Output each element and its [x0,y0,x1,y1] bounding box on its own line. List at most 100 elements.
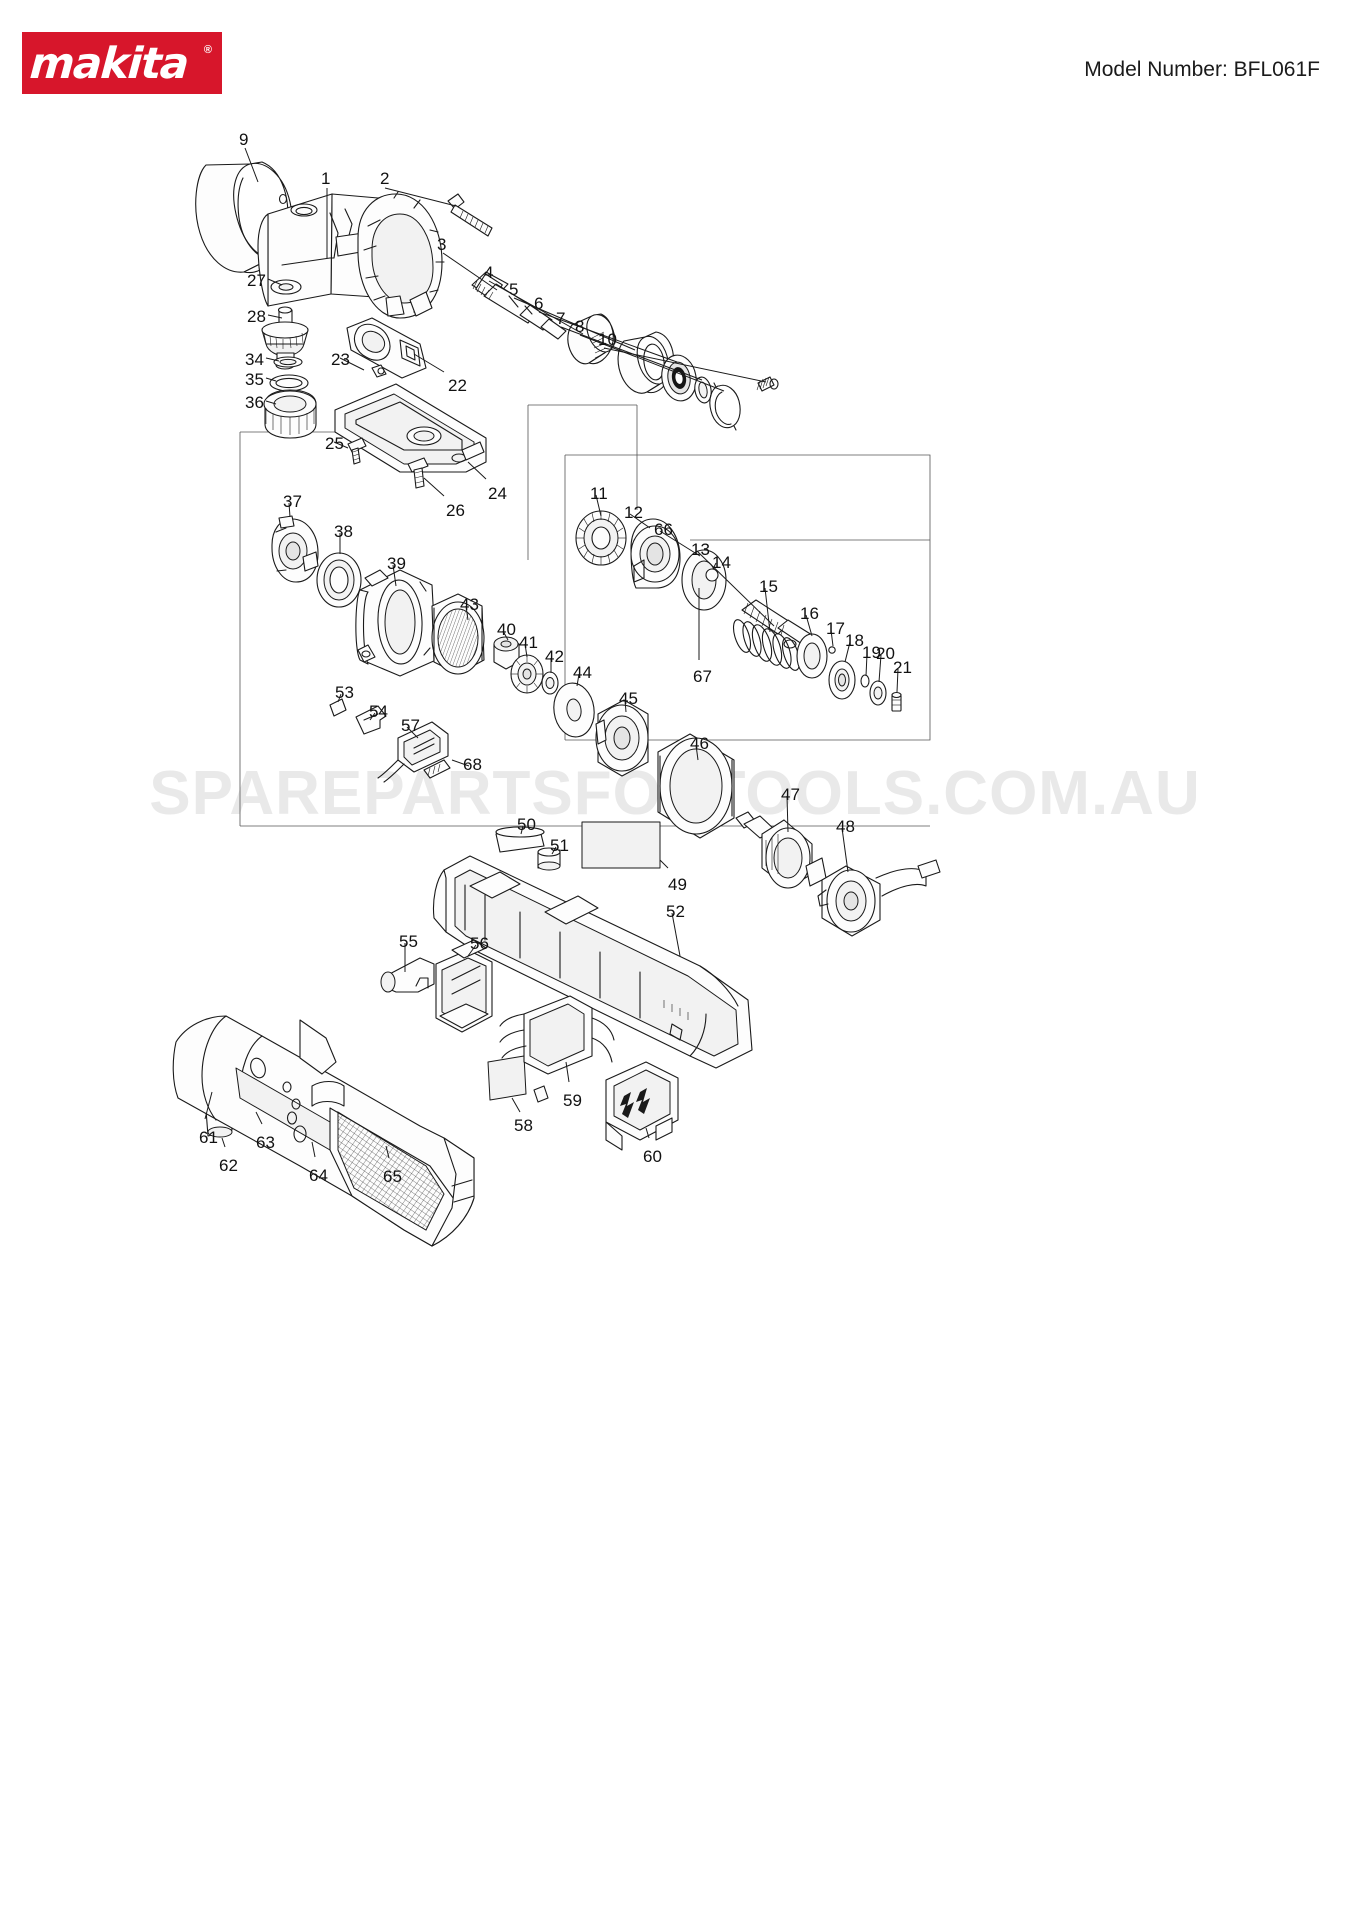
part-callout-57: 57 [401,716,420,735]
part-callout-40: 40 [497,620,516,639]
part-44-insulator-plate [553,682,595,738]
part-43-armature-sleeve [431,593,485,675]
part-56-switch [435,939,493,1033]
part-callout-19: 19 [862,643,881,662]
part-callout-54: 54 [369,702,388,721]
part-15-compression-spring [732,619,801,671]
part-callout-61: 61 [199,1128,218,1147]
part-callout-65: 65 [383,1167,402,1186]
part-45-fan [595,699,649,777]
part-callout-13: 13 [691,540,710,559]
part-callout-35: 35 [245,370,264,389]
part-callout-53: 53 [335,683,354,702]
part-callout-46: 46 [690,734,709,753]
part-callout-41: 41 [519,633,538,652]
part-callout-6: 6 [534,294,544,313]
leader-lines [204,147,899,1159]
part-callout-23: 23 [331,350,350,369]
part-callout-14: 14 [712,553,731,572]
part-callout-15: 15 [759,577,778,596]
part-10-spring-pin [756,376,779,392]
part-callout-22: 22 [448,376,467,395]
part-24-base-plate [334,383,487,473]
part-60-battery-terminal [605,1061,679,1151]
part-46-motor-can [657,733,735,839]
part-callout-12: 12 [624,503,643,522]
part-59-controller [499,995,615,1103]
part-14-steel-ball [705,568,719,582]
part-50-rubber-pad [495,826,545,853]
part-5-ring [617,331,674,394]
part-55-slide-bar [380,957,435,993]
part-39-motor-housing [355,569,437,677]
makita-logo: makita ® [22,32,222,94]
part-callout-45: 45 [619,689,638,708]
part-47-armature [735,811,827,889]
part-callout-37: 37 [283,492,302,511]
part-callout-21: 21 [893,658,912,677]
part-callout-44: 44 [573,663,592,682]
part-49-label-plate [581,821,661,869]
part-callout-63: 63 [256,1133,275,1152]
part-callout-4: 4 [484,263,494,282]
part-34-ring [273,356,303,368]
part-callout-3: 3 [437,235,447,254]
part-callout-43: 43 [460,595,479,614]
part-callout-5: 5 [509,280,519,299]
part-11-bevel-gear [575,510,627,566]
part-callout-20: 20 [876,644,895,663]
part-callout-47: 47 [781,785,800,804]
part-callout-55: 55 [399,932,418,951]
part-57-switch-module [377,721,451,783]
part-callout-9: 9 [239,130,249,149]
part-58-terminal-plate [487,1055,527,1101]
part-callout-62: 62 [219,1156,238,1175]
part-1-gear-housing [257,191,445,319]
part-callout-2: 2 [380,169,390,188]
part-8-retaining-ring [709,382,741,431]
part-38-insulation-washer [316,552,362,608]
part-52-housing-half [432,855,753,1069]
part-41-gear [510,654,544,694]
part-callout-59: 59 [563,1091,582,1110]
part-26-bolt [407,457,429,489]
part-25-bolt [347,437,367,465]
part-callout-66: 66 [654,520,673,539]
part-callout-8: 8 [575,317,585,336]
part-callout-34: 34 [245,350,264,369]
part-40-bushing [493,636,520,670]
part-callout-38: 38 [334,522,353,541]
part-18-adjusting-nut [828,660,856,700]
part-7-washer [694,376,712,404]
part-callout-24: 24 [488,484,507,503]
part-6-ball-bearing [661,354,697,402]
part-42-small-washer [541,671,559,695]
part-callout-27: 27 [247,271,266,290]
part-callout-49: 49 [668,875,687,894]
part-callout-17: 17 [826,619,845,638]
part-20-washer [869,680,887,706]
part-21-screw [891,691,902,712]
part-19-small-ring [860,674,870,688]
part-callout-11: 11 [590,484,608,503]
part-callout-42: 42 [545,647,564,666]
part-4-needle-bearing [567,313,616,365]
part-callout-68: 68 [463,755,482,774]
part-54-bracket [355,705,387,735]
part-callout-56: 56 [470,934,489,953]
part-callout-52: 52 [666,902,685,921]
part-callout-64: 64 [309,1166,328,1185]
part-callout-67: 67 [693,667,712,686]
part-callout-51: 51 [550,836,569,855]
part-callout-39: 39 [387,554,406,573]
part-16-washer [796,633,828,679]
part-22-23-clamp [346,317,427,379]
part-callout-58: 58 [514,1116,533,1135]
part-37-end-cap [271,515,319,583]
part-callout-36: 36 [245,393,264,412]
part-callout-7: 7 [556,309,566,328]
part-2-screw [447,193,493,237]
part-17-pin [828,646,836,654]
